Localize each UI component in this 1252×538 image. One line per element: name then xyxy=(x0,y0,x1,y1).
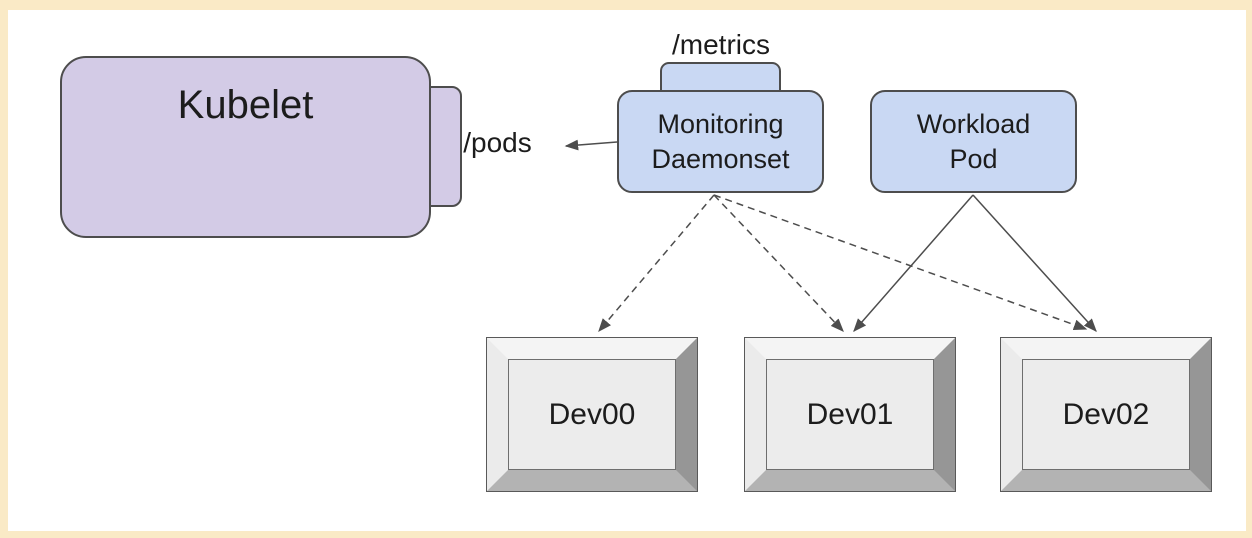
device-face: Dev00 xyxy=(508,359,676,470)
metrics-endpoint-label: /metrics xyxy=(672,29,770,60)
kubelet-node: Kubelet xyxy=(60,56,431,238)
device-bevel: Dev01 xyxy=(745,338,955,491)
monitoring-daemonset-node: Monitoring Daemonset xyxy=(617,90,824,193)
edge-monitoring-to-dev02 xyxy=(713,194,1088,330)
device-node-dev01: Dev01 xyxy=(744,337,956,492)
workload-pod-label-line1: Workload xyxy=(916,108,1031,139)
device-bevel: Dev00 xyxy=(487,338,697,491)
device-bevel: Dev02 xyxy=(1001,338,1211,491)
edge-monitoring-to-dev01 xyxy=(713,194,844,332)
edge-monitoring-to-kubelet-pods xyxy=(564,139,618,151)
device-label: Dev01 xyxy=(806,397,894,431)
pods-endpoint-label: /pods xyxy=(463,127,532,158)
device-face: Dev02 xyxy=(1022,359,1190,470)
workload-pod-label-line2: Pod xyxy=(949,143,998,174)
device-label: Dev00 xyxy=(548,397,636,431)
edge-workload-to-dev01 xyxy=(853,194,974,333)
edge-monitoring-to-dev00 xyxy=(598,194,715,333)
device-face: Dev01 xyxy=(766,359,934,470)
device-label: Dev02 xyxy=(1062,397,1150,431)
edge-workload-to-dev02 xyxy=(972,194,1097,333)
device-node-dev00: Dev00 xyxy=(486,337,698,492)
kubelet-label: Kubelet xyxy=(177,83,314,127)
workload-pod-node: Workload Pod xyxy=(870,90,1077,193)
monitoring-daemonset-label-line1: Monitoring xyxy=(657,108,784,139)
device-node-dev02: Dev02 xyxy=(1000,337,1212,492)
monitoring-daemonset-label-line2: Daemonset xyxy=(651,143,790,174)
